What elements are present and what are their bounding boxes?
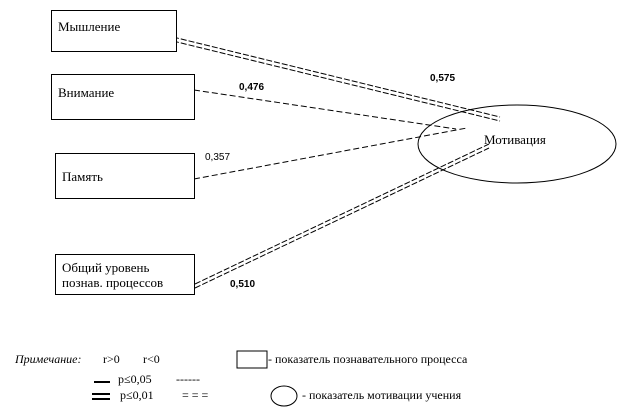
link-memory-motivation xyxy=(193,127,468,180)
legend-box-icon xyxy=(236,350,268,369)
link-attention-motivation xyxy=(193,89,457,130)
node-attention-label: Внимание xyxy=(58,85,115,100)
legend-box-description: - показатель познавательного процесса xyxy=(268,352,468,366)
node-attention: Внимание xyxy=(51,74,195,120)
node-thinking-label: Мышление xyxy=(58,19,121,34)
node-memory: Память xyxy=(55,153,195,199)
corr-general: 0,510 xyxy=(230,279,256,290)
legend-p05-negative: ------ xyxy=(176,372,200,386)
corr-thinking: 0,575 xyxy=(430,73,456,84)
legend-r-positive: r>0 xyxy=(103,352,120,366)
node-general-label-line1: Общий уровень xyxy=(62,259,150,275)
legend-ellipse-icon xyxy=(270,385,298,407)
node-general: Общий уровень познав. процессов xyxy=(55,254,195,295)
link-thinking-motivation xyxy=(172,36,501,122)
corr-memory: 0,357 xyxy=(205,152,231,163)
node-thinking: Мышление xyxy=(51,10,177,52)
legend-p01: p≤0,01 xyxy=(120,388,154,402)
corr-attention: 0,476 xyxy=(239,82,265,93)
node-memory-label: Память xyxy=(62,168,103,184)
node-motivation-label: Мотивация xyxy=(484,132,546,147)
legend-note-label: Примечание: xyxy=(15,352,82,366)
legend-p01-negative: = = = xyxy=(182,388,209,402)
motivation-ellipse xyxy=(417,104,617,184)
link-general-motivation xyxy=(194,143,490,289)
legend-ellipse-description: - показатель мотивации учения xyxy=(302,388,462,402)
legend-p05: p≤0,05 xyxy=(118,372,152,386)
node-general-label-line2: познав. процессов xyxy=(62,274,164,290)
legend-r-negative: r<0 xyxy=(143,352,160,366)
